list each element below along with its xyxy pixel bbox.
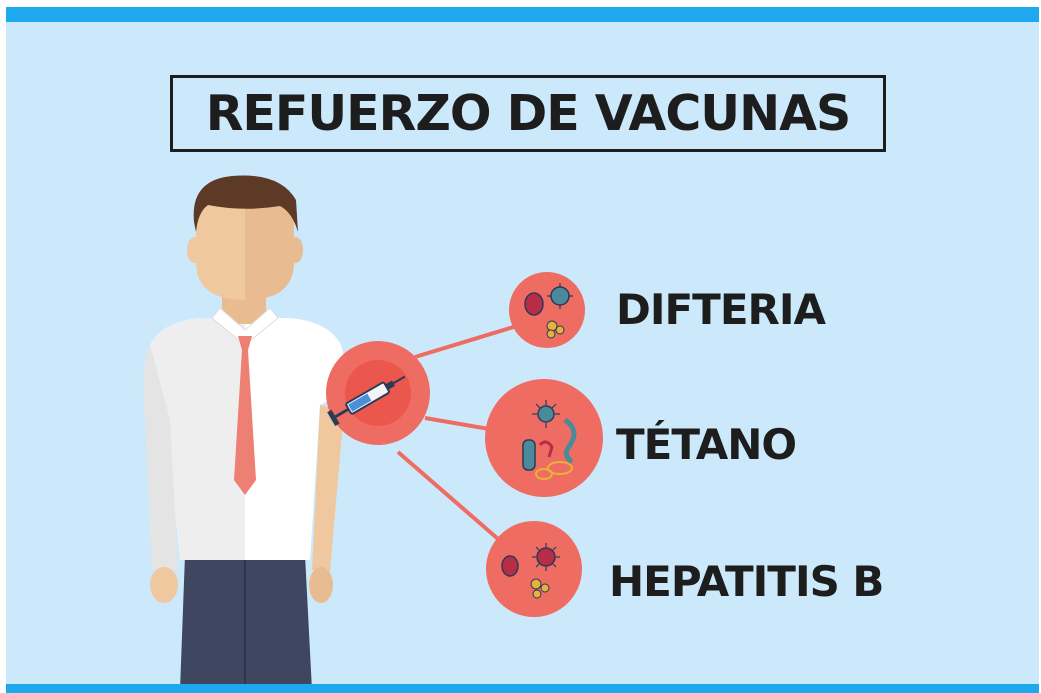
vaccine-label-tetano: TÉTANO <box>616 420 797 469</box>
left-hand <box>150 567 178 603</box>
title-box: REFUERZO DE VACUNAS <box>170 75 886 152</box>
vaccine-label-difteria: DIFTERIA <box>616 285 826 334</box>
bottom-accent-bar <box>6 684 1039 693</box>
germ-bubble-hepatitis-b <box>486 521 582 617</box>
germ-bubble-difteria <box>509 272 585 348</box>
syringe-icon <box>327 375 406 427</box>
page-title: REFUERZO DE VACUNAS <box>205 85 852 142</box>
right-arm <box>312 405 344 572</box>
vaccine-label-hepatitis-b: HEPATITIS B <box>609 557 884 606</box>
person-illustration <box>143 175 350 690</box>
left-arm <box>143 345 178 570</box>
tie <box>234 336 256 495</box>
germ-bubble-tetano <box>485 379 603 497</box>
hair <box>193 175 298 232</box>
right-hand <box>309 567 333 603</box>
connector-lines <box>396 323 521 547</box>
top-accent-bar <box>6 7 1039 22</box>
